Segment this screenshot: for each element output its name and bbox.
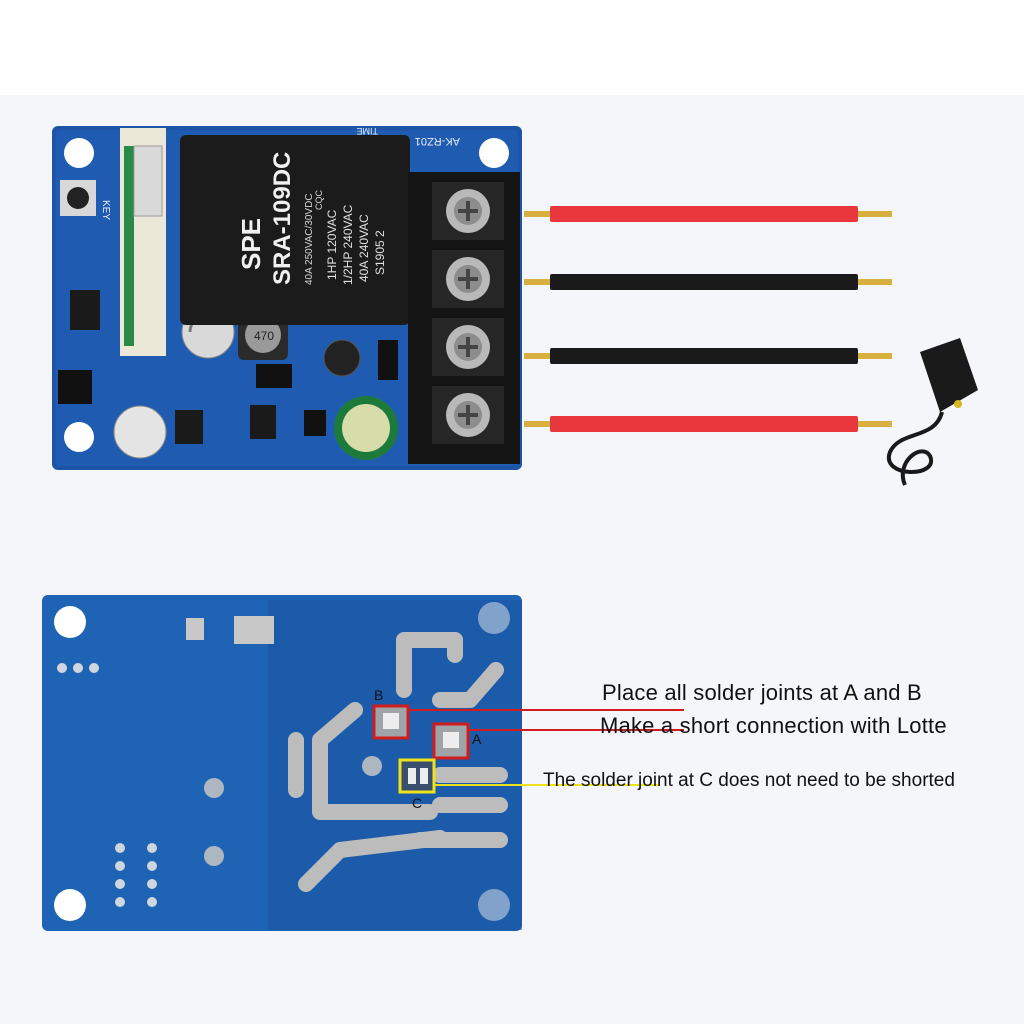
capacitor bbox=[113, 405, 167, 459]
relay: SPE SRA-109DC 40A 250VAC/30VDC 1HP 120VA… bbox=[180, 135, 410, 325]
mounting-hole bbox=[64, 422, 94, 452]
ic-chip bbox=[175, 410, 203, 444]
coil bbox=[323, 339, 361, 377]
wire-tip bbox=[858, 353, 892, 359]
relay-code: S1905 2 bbox=[373, 230, 387, 275]
terminal-screw bbox=[432, 182, 504, 240]
caption-short-connection: Make a short connection with Lotte bbox=[600, 713, 947, 738]
wire-tip bbox=[524, 353, 552, 359]
terminal-block bbox=[408, 172, 520, 464]
jumper-header bbox=[58, 370, 92, 404]
terminal-screw bbox=[432, 250, 504, 308]
capacitor bbox=[334, 396, 398, 460]
wire bbox=[550, 274, 858, 290]
marker-a-label: A bbox=[472, 731, 482, 747]
ic-chip bbox=[70, 290, 100, 330]
bottom-relay-board: B A C bbox=[42, 595, 684, 931]
ic-chip bbox=[250, 405, 276, 439]
wire bbox=[550, 416, 858, 432]
silkscreen-model: AK-RZ01 bbox=[415, 135, 460, 147]
terminal-screw bbox=[432, 386, 504, 444]
mounting-hole bbox=[54, 889, 86, 921]
wire-tip bbox=[524, 421, 552, 427]
key-button bbox=[60, 180, 96, 216]
relay-coil-rating: 40A 250VAC/30VDC bbox=[304, 193, 315, 285]
power-adapter bbox=[886, 338, 978, 486]
wire-tip bbox=[524, 279, 552, 285]
wire-tip bbox=[858, 279, 892, 285]
terminal-screw bbox=[432, 318, 504, 376]
top-relay-board: KEY 470 bbox=[52, 126, 978, 486]
relay-cert: CQC bbox=[314, 190, 324, 211]
wires bbox=[524, 206, 892, 432]
mounting-hole bbox=[479, 138, 509, 168]
solder-trace bbox=[288, 632, 508, 892]
inductor-code: 470 bbox=[254, 329, 274, 343]
wire-tip bbox=[858, 211, 892, 217]
caption-c-not-shorted: The solder joint at C does not need to b… bbox=[543, 770, 955, 791]
wire bbox=[550, 348, 858, 364]
wire bbox=[550, 206, 858, 222]
relay-hp-240: 1/2HP 240VAC bbox=[341, 204, 355, 285]
relay-brand: SPE bbox=[236, 218, 266, 270]
wire-tip bbox=[524, 211, 552, 217]
marker-c-label: C bbox=[412, 795, 422, 811]
solder-joint-c-marker bbox=[398, 758, 436, 794]
wire-tip bbox=[858, 421, 892, 427]
silkscreen-key: KEY bbox=[100, 200, 111, 220]
marker-b-label: B bbox=[374, 687, 383, 703]
mounting-hole bbox=[54, 606, 86, 638]
mounting-hole bbox=[64, 138, 94, 168]
caption-solder-ab: Place all solder joints at A and B bbox=[602, 680, 922, 705]
relay-hp-120: 1HP 120VAC bbox=[325, 209, 339, 280]
solder-joint-a-marker bbox=[432, 722, 470, 760]
relay-model: SRA-109DC bbox=[269, 152, 296, 285]
relay-ac-rating: 40A 240VAC bbox=[357, 214, 371, 282]
silkscreen-time: TIME bbox=[357, 126, 379, 136]
